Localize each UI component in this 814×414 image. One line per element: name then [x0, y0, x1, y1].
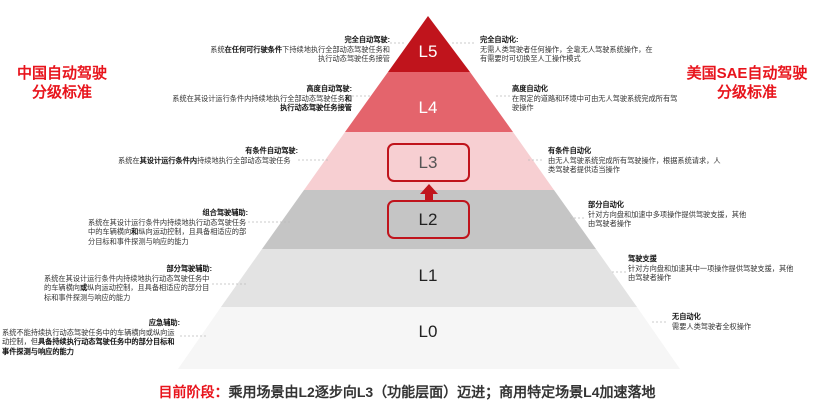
sae-desc-l2: 部分自动化 针对方向盘和加速中多项操作提供驾驶支援，其他由驾驶者操作 — [588, 200, 748, 229]
sae-text-l3: 由无人驾驶系统完成所有驾驶操作，根据系统请求，人类驾驶者提供适当操作 — [548, 155, 721, 175]
china-desc-l0: 应急辅助: 系统不能持续执行动态驾驶任务中的车辆横向或纵向运动控制，但具备持续执… — [2, 318, 180, 356]
sae-text-l2: 针对方向盘和加速中多项操作提供驾驶支援，其他由驾驶者操作 — [588, 209, 747, 229]
sae-desc-l0: 无自动化 需要人类驾驶者全权操作 — [672, 312, 802, 331]
china-title-l4: 高度自动驾驶: — [306, 84, 352, 93]
china-text-l1: 系统在其设计运行条件内持续地执行动态驾驶任务中的车辆横向或纵向运动控制，且具备相… — [44, 274, 212, 303]
china-text-l0-a: 系统不能持续执行动态驾驶任务中的车辆横向或纵向运动控制，但 — [2, 327, 175, 347]
china-text-l3-a: 系统在 — [118, 155, 140, 165]
china-desc-l5: 完全自动驾驶: 系统在任何可行驶条件下持续地执行全部动态驾驶任务和执行动态驾驶任… — [210, 35, 390, 64]
sae-title-l1: 驾驶支援 — [628, 254, 657, 263]
sae-title-l3: 有条件自动化 — [548, 146, 592, 155]
sae-standard-title: 美国SAE自动驾驶 分级标准 — [682, 64, 812, 102]
china-text-l1-b: 或 — [79, 283, 88, 293]
china-text-l5-a: 系统 — [210, 44, 225, 54]
china-text-l1-c: 纵向运动控制，且具备相适应的部分目标和事件探测与响应的能力 — [44, 283, 210, 302]
china-standard-title: 中国自动驾驶 分级标准 — [2, 64, 122, 102]
sae-title-l5: 完全自动化: — [480, 35, 519, 44]
china-text-l4: 系统在其设计运行条件内持续地执行全部动态驾驶任务和执行动态驾驶任务接管 — [168, 94, 352, 113]
level-label-l1: L1 — [418, 266, 438, 285]
china-text-l0-b: 具备持续执行动态驾驶任务中的部分目标和事件探测与响应的能力 — [2, 337, 175, 356]
sae-title-l2: 部分自动化 — [588, 200, 624, 209]
china-desc-l3: 有条件自动驾驶: 系统在其设计运行条件内持续地执行全部动态驾驶任务 — [118, 146, 298, 165]
china-text-l3: 系统在其设计运行条件内持续地执行全部动态驾驶任务 — [118, 156, 298, 166]
sae-title-l0: 无自动化 — [672, 312, 701, 321]
sae-desc-l1: 驾驶支援 针对方向盘和加速其中一项操作提供驾驶支援，其他由驾驶者操作 — [628, 254, 798, 283]
footer-summary: 目前阶段：乘用场景由L2逐步向L3（功能层面）迈进；商用特定场景L4加速落地 — [0, 382, 814, 402]
sae-title-line1: 美国SAE自动驾驶 — [686, 65, 808, 82]
sae-desc-l3: 有条件自动化 由无人驾驶系统完成所有驾驶操作，根据系统请求，人类驾驶者提供适当操… — [548, 146, 724, 175]
sae-desc-l4: 高度自动化 在限定的道路和环境中可由无人驾驶系统完成所有驾驶操作 — [512, 84, 684, 113]
china-text-l2: 系统在其设计运行条件内持续地执行动态驾驶任务中的车辆横向和纵向运动控制，且具备相… — [88, 218, 248, 247]
level-label-l5: L5 — [418, 42, 438, 61]
china-desc-l2: 组合驾驶辅助: 系统在其设计运行条件内持续地执行动态驾驶任务中的车辆横向和纵向运… — [88, 208, 248, 246]
china-text-l2-a: 系统在其设计运行条件内持续地执行动态驾驶任务中的车辆横向 — [88, 217, 247, 237]
tier-l0 — [178, 307, 680, 369]
china-text-l3-b: 其设计运行条件内 — [139, 155, 198, 165]
china-title-line2: 分级标准 — [31, 84, 92, 101]
tier-l4 — [345, 72, 513, 132]
china-text-l5-c: 下持续地执行全部动态驾驶任务和执行动态驾驶任务接管 — [282, 44, 390, 64]
china-text-l4-a: 系统在其设计运行条件内持续地执行全部动态驾驶任务 — [172, 93, 345, 103]
tier-l5 — [388, 16, 470, 72]
sae-text-l0: 需要人类驾驶者全权操作 — [672, 321, 752, 331]
level-label-l4: L4 — [418, 98, 438, 117]
china-title-l2: 组合驾驶辅助: — [202, 208, 248, 217]
china-title-l1: 部分驾驶辅助: — [166, 264, 212, 273]
sae-text-l4: 在限定的道路和环境中可由无人驾驶系统完成所有驾驶操作 — [512, 93, 678, 113]
china-text-l4-b: 和执行动态驾驶任务接管 — [280, 93, 352, 113]
china-title-l5: 完全自动驾驶: — [344, 35, 390, 44]
l3-highlight-box — [387, 143, 470, 182]
l2-highlight-box — [387, 200, 470, 239]
china-text-l5-b: 在任何可行驶条件 — [224, 44, 283, 54]
china-desc-l1: 部分驾驶辅助: 系统在其设计运行条件内持续地执行动态驾驶任务中的车辆横向或纵向运… — [44, 264, 212, 302]
china-text-l0: 系统不能持续执行动态驾驶任务中的车辆横向或纵向运动控制，但具备持续执行动态驾驶任… — [2, 328, 180, 357]
level-label-l0: L0 — [418, 322, 438, 341]
sae-title-l4: 高度自动化 — [512, 84, 548, 93]
level-label-l2: L2 — [418, 210, 438, 229]
china-desc-l4: 高度自动驾驶: 系统在其设计运行条件内持续地执行全部动态驾驶任务和执行动态驾驶任… — [168, 84, 352, 113]
china-text-l5: 系统在任何可行驶条件下持续地执行全部动态驾驶任务和执行动态驾驶任务接管 — [210, 45, 390, 64]
up-arrow-icon — [420, 184, 438, 200]
sae-text-l1: 针对方向盘和加速其中一项操作提供驾驶支援，其他由驾驶者操作 — [628, 263, 794, 283]
china-title-line1: 中国自动驾驶 — [16, 65, 107, 82]
tier-l3 — [304, 132, 554, 190]
footer-highlight: 目前阶段： — [158, 384, 229, 400]
china-title-l0: 应急辅助: — [148, 318, 180, 327]
china-text-l1-a: 系统在其设计运行条件内持续地执行动态驾驶任务中的车辆横向 — [44, 273, 210, 293]
china-text-l2-b: 和 — [131, 227, 139, 237]
tier-l1 — [221, 249, 637, 307]
sae-text-l5: 无需人类驾驶者任何操作，全靠无人驾驶系统操作，在有需要时可切换至人工操作模式 — [480, 44, 653, 64]
sae-desc-l5: 完全自动化: 无需人类驾驶者任何操作，全靠无人驾驶系统操作，在有需要时可切换至人… — [480, 35, 658, 64]
tier-l2 — [262, 190, 596, 249]
china-text-l2-c: 纵向运动控制，且具备相适应的部分目标和事件探测与响应的能力 — [88, 227, 247, 246]
china-text-l3-c: 持续地执行全部动态驾驶任务 — [197, 155, 291, 165]
connector-lines — [180, 42, 668, 337]
footer-text: 乘用场景由L2逐步向L3（功能层面）迈进；商用特定场景L4加速落地 — [228, 384, 656, 400]
sae-title-line2: 分级标准 — [716, 84, 777, 101]
level-label-l3: L3 — [418, 153, 438, 172]
china-title-l3: 有条件自动驾驶: — [245, 146, 298, 155]
